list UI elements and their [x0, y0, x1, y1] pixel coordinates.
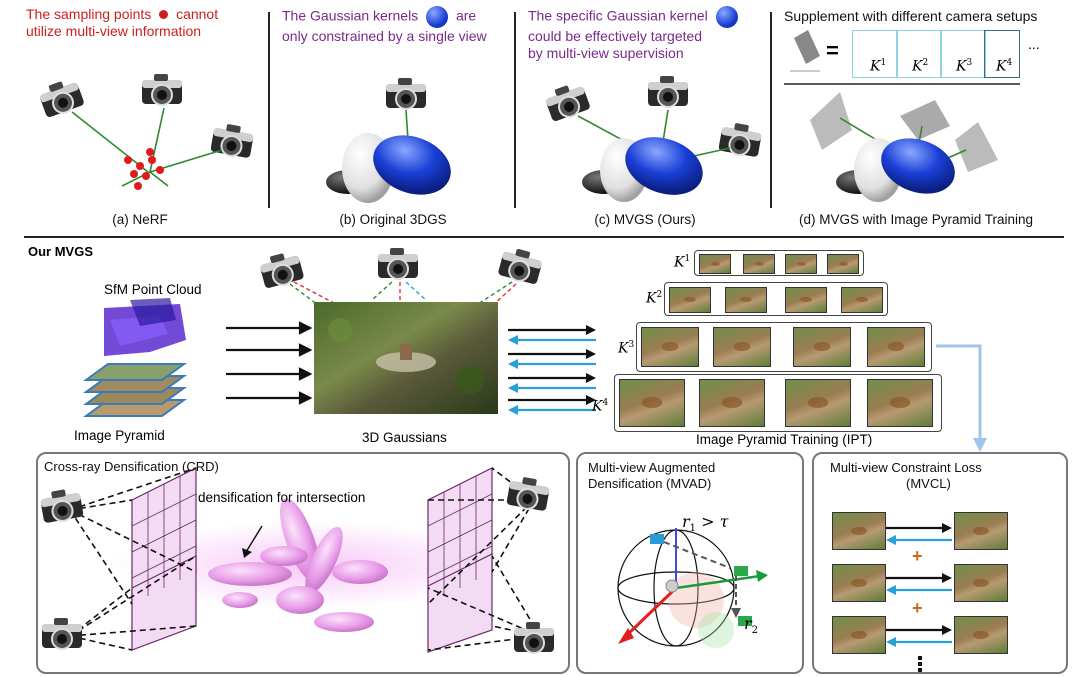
- mvad-title-2: Densification (MVAD): [588, 476, 712, 491]
- gaussian-kernel-icon: [426, 6, 449, 28]
- divider: [770, 12, 772, 208]
- panel-crd: [36, 452, 570, 674]
- ipt-row-k2: [664, 282, 888, 316]
- divider: [514, 12, 516, 208]
- sfm-label: SfM Point Cloud: [104, 282, 202, 297]
- camera-setup-k1: [852, 30, 898, 78]
- bidirectional-arrows: [508, 325, 596, 415]
- camera-setup-k3: [940, 30, 986, 78]
- ipt-row-k1: [694, 250, 864, 276]
- plus-sign: +: [912, 598, 923, 618]
- sfm-point-cloud: [104, 298, 186, 356]
- mvcl-image: [954, 512, 1008, 550]
- camera-frustum-icon: [794, 30, 820, 64]
- camera-setup-description: Supplement with different camera setups: [784, 8, 1038, 24]
- 3dgs-description: The Gaussian kernels are only constraine…: [282, 6, 487, 44]
- mvcl-image: [954, 616, 1008, 654]
- pipeline-title: Our MVGS: [28, 244, 94, 259]
- crd-note: densification for intersection: [198, 490, 366, 505]
- ipt-row-k4: [614, 374, 942, 432]
- panel-mvad: [576, 452, 804, 674]
- image-pyramid: [82, 363, 188, 417]
- panel-mvcl: [812, 452, 1068, 674]
- camera-setup-k4: [984, 30, 1020, 78]
- caption-mvgs-ipt: (d) MVGS with Image Pyramid Training: [798, 212, 1034, 227]
- caption-3dgs: (b) Original 3DGS: [339, 212, 447, 227]
- mvcl-image: [832, 564, 886, 602]
- mvad-title-1: Multi-view Augmented: [588, 460, 716, 475]
- camera-setup-k2: [896, 30, 942, 78]
- caption-nerf: (a) NeRF: [112, 212, 168, 227]
- section-divider: [24, 236, 1064, 238]
- equals-sign: =: [826, 38, 839, 63]
- input-arrows: [226, 321, 313, 405]
- divider: [268, 12, 270, 208]
- nerf-cameras: [36, 73, 256, 161]
- mvcl-image: [832, 512, 886, 550]
- nerf-description: The sampling points cannot utilize multi…: [26, 6, 219, 39]
- r1-label: r1 > τ: [682, 512, 729, 535]
- mvcl-title-2: (MVCL): [906, 476, 951, 491]
- caption-mvgs: (c) MVGS (Ours): [594, 212, 696, 227]
- ipt-label: Image Pyramid Training (IPT): [696, 432, 873, 447]
- nerf-sampling-points: [124, 148, 164, 190]
- 3dgs-camera: [385, 77, 427, 110]
- plus-sign: +: [912, 546, 923, 566]
- pyramid-label: Image Pyramid: [74, 428, 165, 443]
- ellipsis: ...: [1028, 36, 1040, 52]
- gaussians-label: 3D Gaussians: [362, 430, 447, 445]
- mvgs-description: The specific Gaussian kernel could be ef…: [528, 6, 758, 62]
- pink-gaussians: [208, 498, 388, 632]
- mvcl-title-1: Multi-view Constraint Loss: [830, 460, 982, 475]
- sampling-point-icon: [159, 10, 169, 19]
- mvcl-image: [832, 616, 886, 654]
- mvcl-image: [954, 564, 1008, 602]
- r2-label: r2: [744, 614, 759, 637]
- crd-title: Cross-ray Densification (CRD): [44, 459, 219, 474]
- ipt-row-k3: [636, 322, 932, 372]
- gaussian-kernel-icon: [715, 6, 738, 28]
